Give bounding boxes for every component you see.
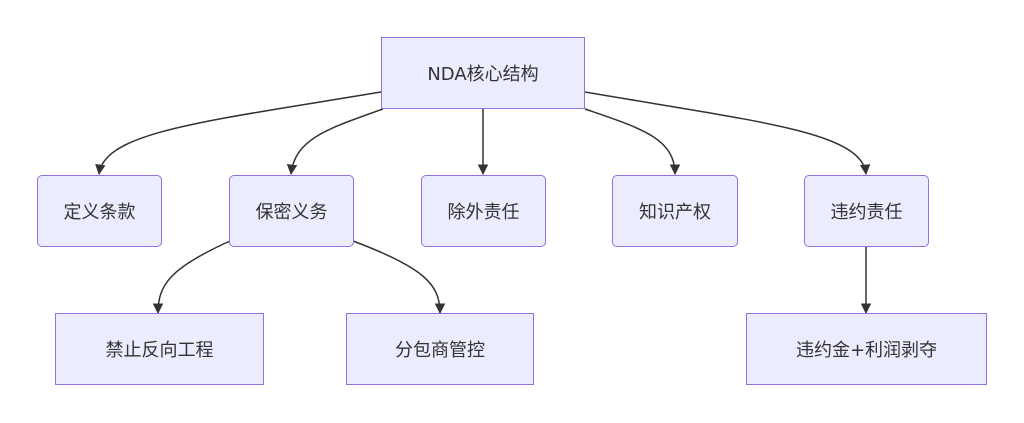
edge-root-liability [584, 91, 871, 176]
node-confidentiality[interactable]: 保密义务 [229, 175, 354, 247]
edge-root-definitions [95, 91, 382, 176]
node-definitions[interactable]: 定义条款 [37, 175, 162, 247]
node-no-reverse-engineering[interactable]: 禁止反向工程 [55, 313, 264, 385]
edge-confidentiality-reverse-eng [152, 240, 231, 315]
node-exclusions[interactable]: 除外责任 [421, 175, 546, 247]
edge-confidentiality-subcontractor [352, 240, 446, 315]
node-root[interactable]: NDA核心结构 [381, 37, 585, 109]
node-ip[interactable]: 知识产权 [612, 175, 738, 247]
node-penalty[interactable]: 违约金+利润剥夺 [746, 313, 987, 385]
edge-root-confidentiality [286, 108, 384, 176]
node-liability[interactable]: 违约责任 [804, 175, 929, 247]
node-subcontractor-control[interactable]: 分包商管控 [346, 313, 534, 385]
edge-root-ip [584, 108, 681, 176]
